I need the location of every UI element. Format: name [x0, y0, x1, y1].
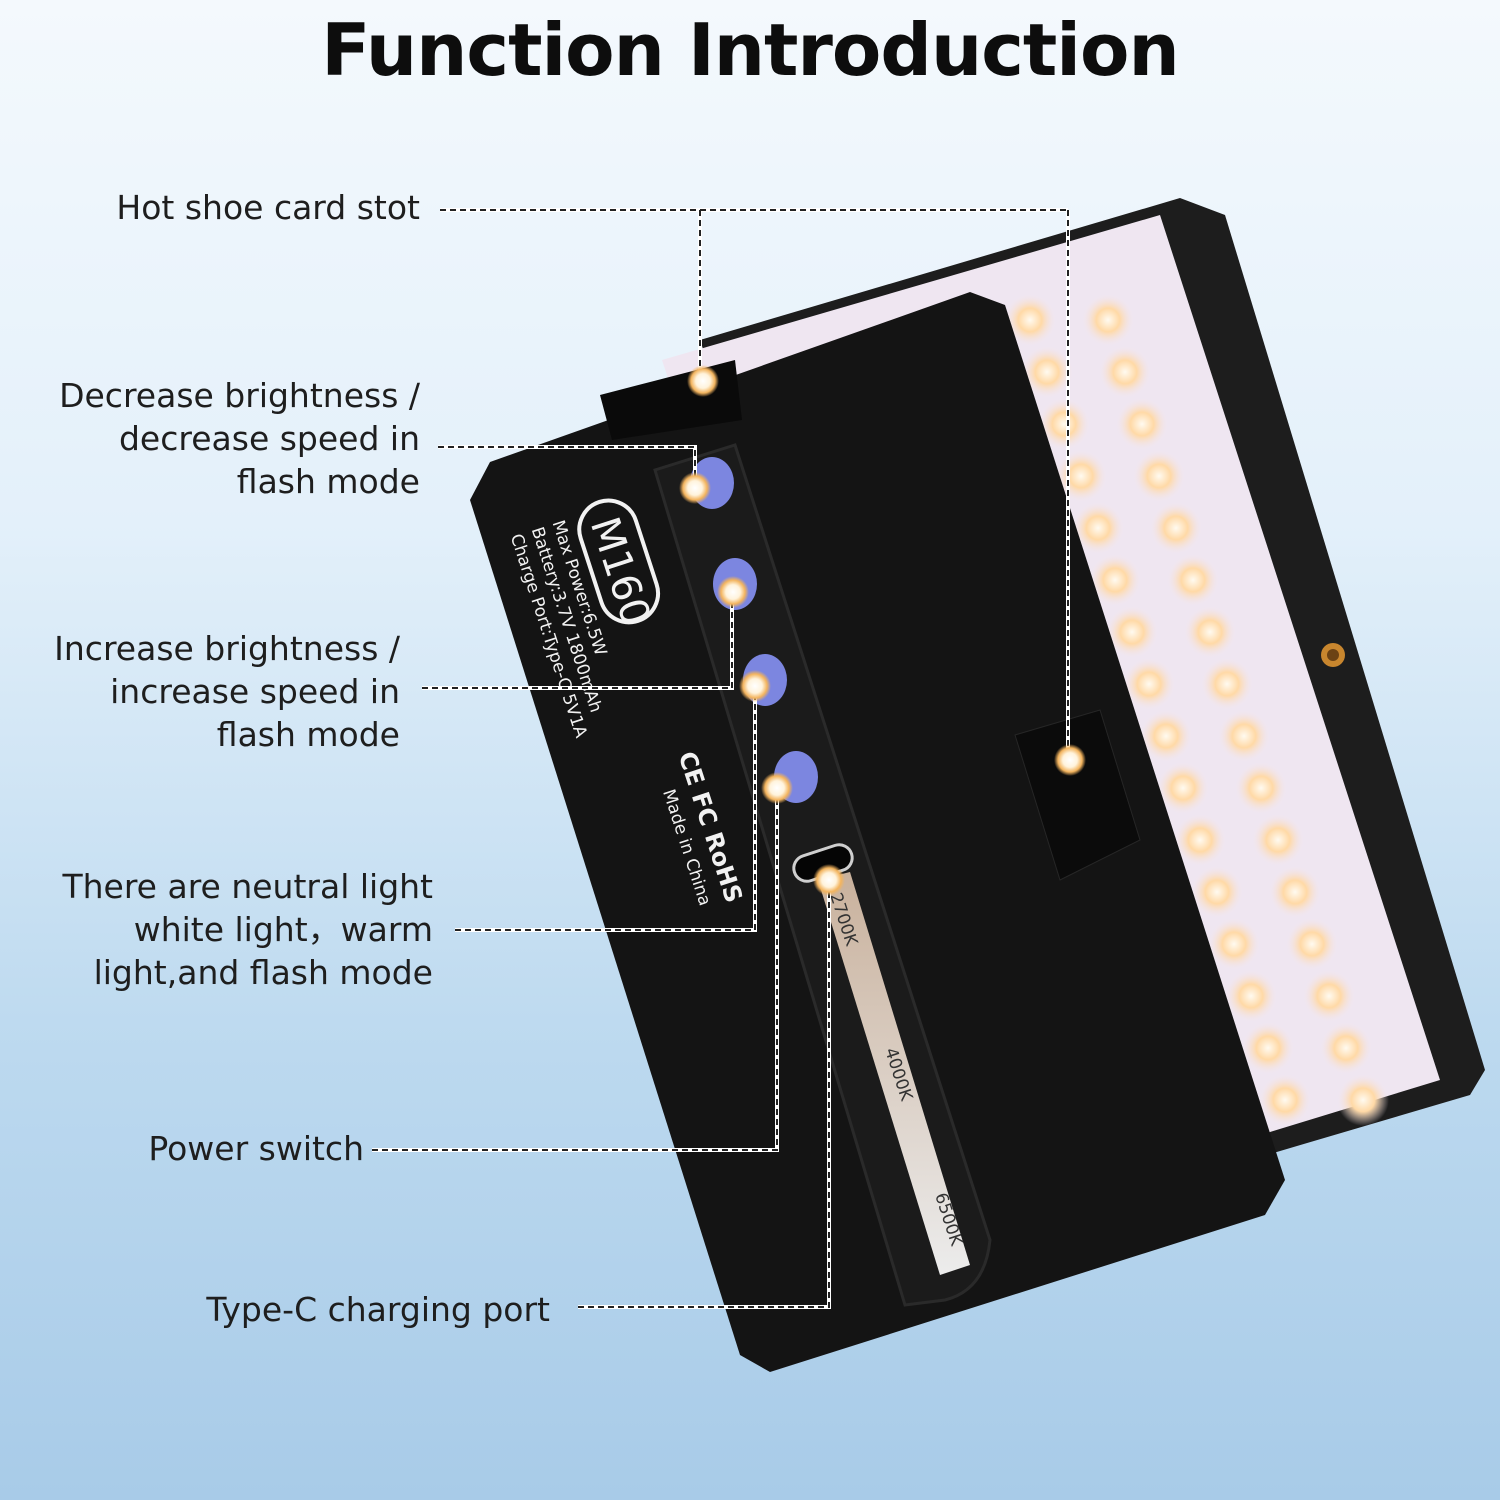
led — [1167, 554, 1219, 606]
led — [1286, 918, 1338, 970]
led — [1157, 762, 1209, 814]
led — [1259, 1074, 1311, 1126]
leader-line — [455, 686, 756, 931]
led — [1235, 762, 1287, 814]
led — [1320, 1022, 1372, 1074]
led-array — [1004, 294, 1389, 1126]
led — [1269, 866, 1321, 918]
callout-marker — [717, 576, 749, 608]
led — [1252, 814, 1304, 866]
leader-line — [578, 880, 830, 1308]
leader-line — [422, 592, 733, 689]
device-body — [470, 292, 1285, 1372]
led — [1038, 398, 1090, 450]
led — [1082, 294, 1134, 346]
led — [1123, 658, 1175, 710]
led — [1201, 658, 1253, 710]
callout-power-switch: Power switch — [148, 1129, 364, 1168]
led — [1106, 606, 1158, 658]
callout-marker — [761, 772, 793, 804]
led — [1004, 294, 1056, 346]
led — [1242, 1022, 1294, 1074]
callout-leader-lines — [372, 208, 1086, 1309]
callout-marker — [1054, 744, 1086, 776]
color-temperature-strip — [818, 872, 970, 1275]
leader-line — [440, 209, 1069, 760]
led — [1021, 346, 1073, 398]
callout-marker — [739, 670, 771, 702]
callout-hot-shoe: Hot shoe card stot — [116, 188, 420, 227]
led — [1140, 710, 1192, 762]
page-title: Function Introduction — [321, 8, 1179, 92]
led — [1116, 398, 1168, 450]
led — [1218, 710, 1270, 762]
callout-type-c: Type-C charging port — [206, 1290, 550, 1329]
led — [1089, 554, 1141, 606]
led — [1337, 1074, 1389, 1126]
led — [1208, 918, 1260, 970]
led — [1099, 346, 1151, 398]
callout-marker — [687, 365, 719, 397]
led — [1133, 450, 1185, 502]
led — [1191, 866, 1243, 918]
led — [1303, 970, 1355, 1022]
led — [1174, 814, 1226, 866]
callout-marker — [679, 472, 711, 504]
led — [1225, 970, 1277, 1022]
led — [1150, 502, 1202, 554]
callout-marker — [813, 864, 845, 896]
side-slot — [1014, 709, 1141, 881]
leader-line — [372, 788, 778, 1151]
led — [1184, 606, 1236, 658]
led — [1072, 502, 1124, 554]
